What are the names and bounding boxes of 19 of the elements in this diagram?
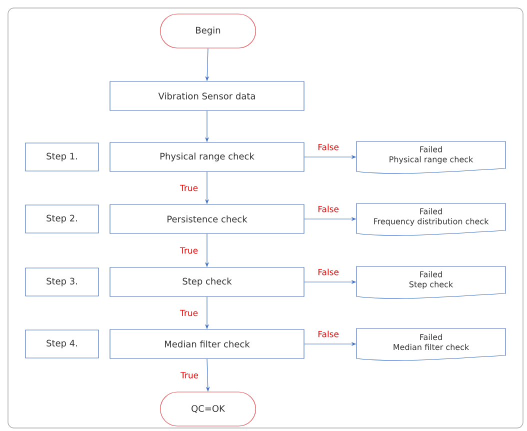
process-box: Step check xyxy=(110,267,304,297)
edge-label: False xyxy=(316,330,340,338)
edge-label: False xyxy=(316,204,340,214)
step-box: Step 4. xyxy=(25,330,99,358)
process-box: Persistence check xyxy=(110,204,304,234)
process-box: Physical range check xyxy=(110,142,304,172)
edge-label: True xyxy=(178,184,200,192)
terminal-box: Begin xyxy=(160,14,256,48)
process-box: Median filter check xyxy=(110,329,304,359)
terminal-box: QC=OK xyxy=(160,392,256,426)
edge-label: True xyxy=(178,308,200,318)
step-box: Step 1. xyxy=(25,142,99,172)
edge-label: False xyxy=(316,268,340,276)
step-box: Step 2. xyxy=(25,204,99,234)
edge-label: False xyxy=(316,142,340,152)
edge-label: True xyxy=(179,371,200,380)
edge-label: True xyxy=(178,246,200,255)
process-box: Vibration Sensor data xyxy=(110,81,304,111)
step-box: Step 3. xyxy=(25,268,99,296)
